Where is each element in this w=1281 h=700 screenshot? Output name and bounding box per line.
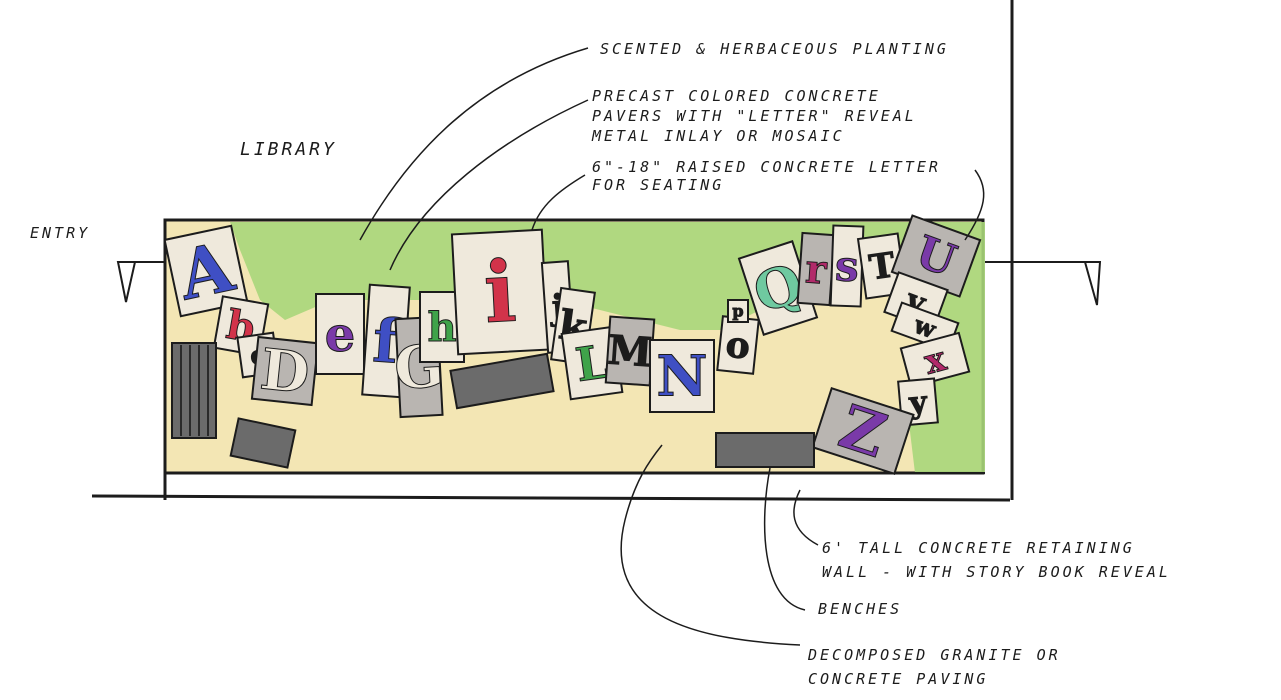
paving-label-line1: DECOMPOSED GRANITE OR	[807, 646, 1061, 664]
letter-glyph: p	[732, 302, 743, 321]
letter-glyph: o	[724, 323, 752, 367]
letter-tile-l: L	[560, 325, 624, 401]
letter-tile-paver	[899, 331, 971, 389]
letter-glyph: D	[257, 336, 312, 407]
letter-tile-e: e	[315, 293, 365, 375]
letter-tile-i: i	[450, 228, 550, 356]
letter-tile-o: o	[716, 315, 760, 375]
letter-tile-paver	[649, 339, 715, 413]
letter-glyph: y	[907, 385, 930, 422]
letter-tile-paver	[811, 386, 915, 476]
letter-tiles: AbcDefGhijkLMNopQrsTUvwxyZ	[163, 214, 982, 476]
pavers-label-line3: METAL INLAY OR MOSAIC	[591, 127, 845, 145]
benches-label: BENCHES	[818, 600, 902, 618]
letter-glyph: M	[606, 327, 653, 377]
benches	[171, 342, 815, 469]
letter-glyph: L	[572, 334, 612, 392]
bench-left-vertical	[171, 342, 217, 439]
pavers-label-line1: PRECAST COLORED CONCRETE	[592, 87, 881, 105]
seat-label-line1: 6"-18" RAISED CONCRETE LETTER	[592, 158, 941, 176]
letter-glyph: e	[325, 307, 356, 363]
paving-label-line2: CONCRETE PAVING	[808, 670, 988, 688]
letter-glyph: i	[481, 242, 518, 343]
bench-right	[715, 432, 815, 468]
letter-tile-a: A	[163, 224, 249, 318]
leader-lines	[359, 47, 985, 646]
letter-tile-paver	[727, 299, 749, 323]
wall-label-line2: WALL - WITH STORY BOOK REVEAL	[822, 563, 1171, 581]
pavers-label-line2: PAVERS WITH "LETTER" REVEAL	[592, 107, 917, 125]
letter-glyph: s	[834, 241, 859, 291]
letter-tile-paver	[250, 335, 320, 407]
entry-marker	[116, 261, 1102, 306]
seat-label-line2: FOR SEATING	[592, 176, 724, 194]
letter-tile-paver	[315, 293, 365, 375]
library-label: LIBRARY	[240, 139, 337, 160]
entry-label: ENTRY	[30, 224, 90, 242]
planting-label: SCENTED & HERBACEOUS PLANTING	[600, 40, 949, 58]
letter-tile-p: p	[727, 299, 749, 323]
letter-tile-s: s	[829, 224, 865, 308]
letter-tile-m: M	[604, 315, 656, 387]
bench-center	[449, 352, 555, 410]
letter-tile-r: r	[796, 231, 836, 307]
bench-left-small	[229, 417, 297, 469]
property-line-bottom	[91, 494, 1011, 502]
letter-tile-paver	[163, 224, 249, 318]
letter-glyph: r	[804, 245, 829, 293]
wall-label-line1: 6' TALL CONCRETE RETAINING	[822, 539, 1135, 557]
letter-tile-x: x	[899, 331, 971, 389]
letter-tile-d: D	[250, 335, 320, 407]
letter-tile-z: Z	[811, 386, 915, 476]
letter-glyph: h	[427, 304, 456, 351]
letter-tile-n: N	[649, 339, 715, 413]
letter-glyph: N	[656, 344, 707, 410]
